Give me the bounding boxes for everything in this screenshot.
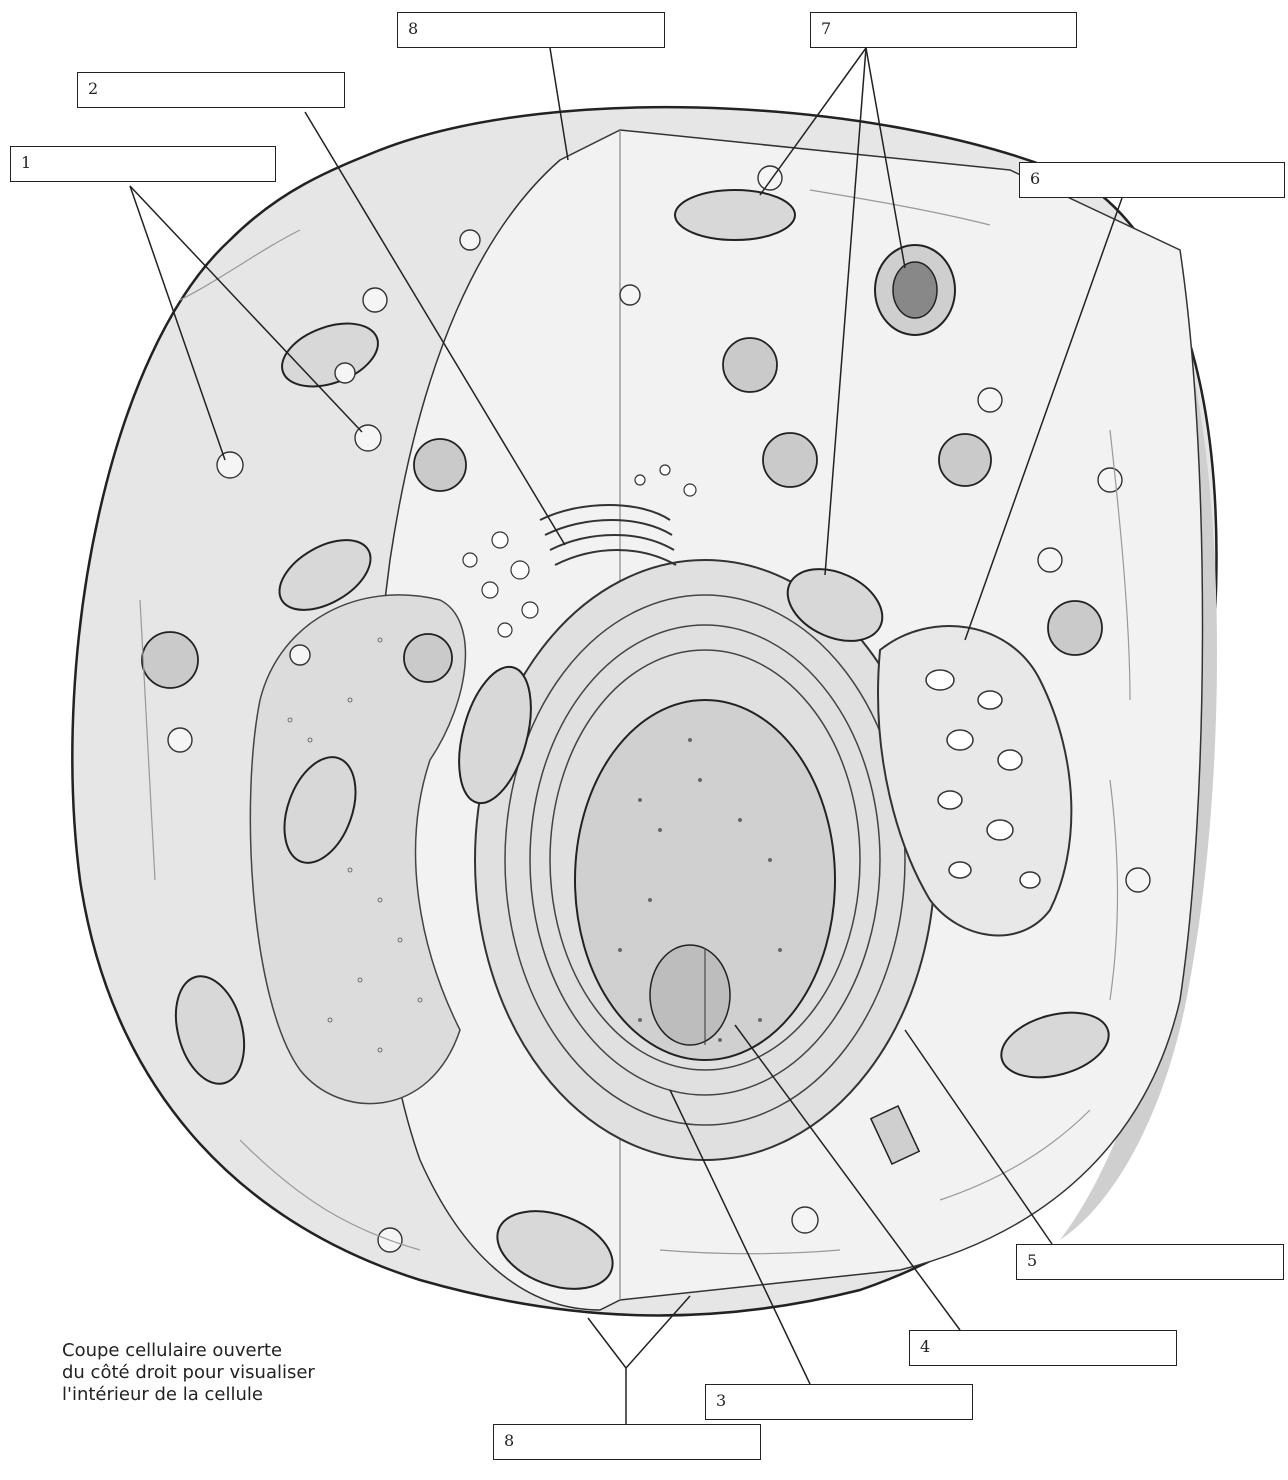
label-box-8-bottom: 8 xyxy=(493,1424,761,1460)
nucleolus xyxy=(650,945,730,1045)
centriole-inner xyxy=(893,262,937,318)
caption-line-1: Coupe cellulaire ouverte xyxy=(62,1340,362,1362)
label-box-4: 4 xyxy=(909,1330,1177,1366)
label-box-7: 7 xyxy=(810,12,1077,48)
label-box-5: 5 xyxy=(1016,1244,1284,1280)
caption: Coupe cellulaire ouverte du côté droit p… xyxy=(62,1340,362,1406)
label-box-8-top: 8 xyxy=(397,12,665,48)
label-box-3: 3 xyxy=(705,1384,973,1420)
leader-8b-left xyxy=(588,1318,626,1368)
label-box-6: 6 xyxy=(1019,162,1285,198)
caption-line-2: du côté droit pour visualiser xyxy=(62,1362,362,1384)
caption-line-3: l'intérieur de la cellule xyxy=(62,1384,362,1406)
label-box-1: 1 xyxy=(10,146,276,182)
mitochondrion-5 xyxy=(675,190,795,240)
label-box-2: 2 xyxy=(77,72,345,108)
